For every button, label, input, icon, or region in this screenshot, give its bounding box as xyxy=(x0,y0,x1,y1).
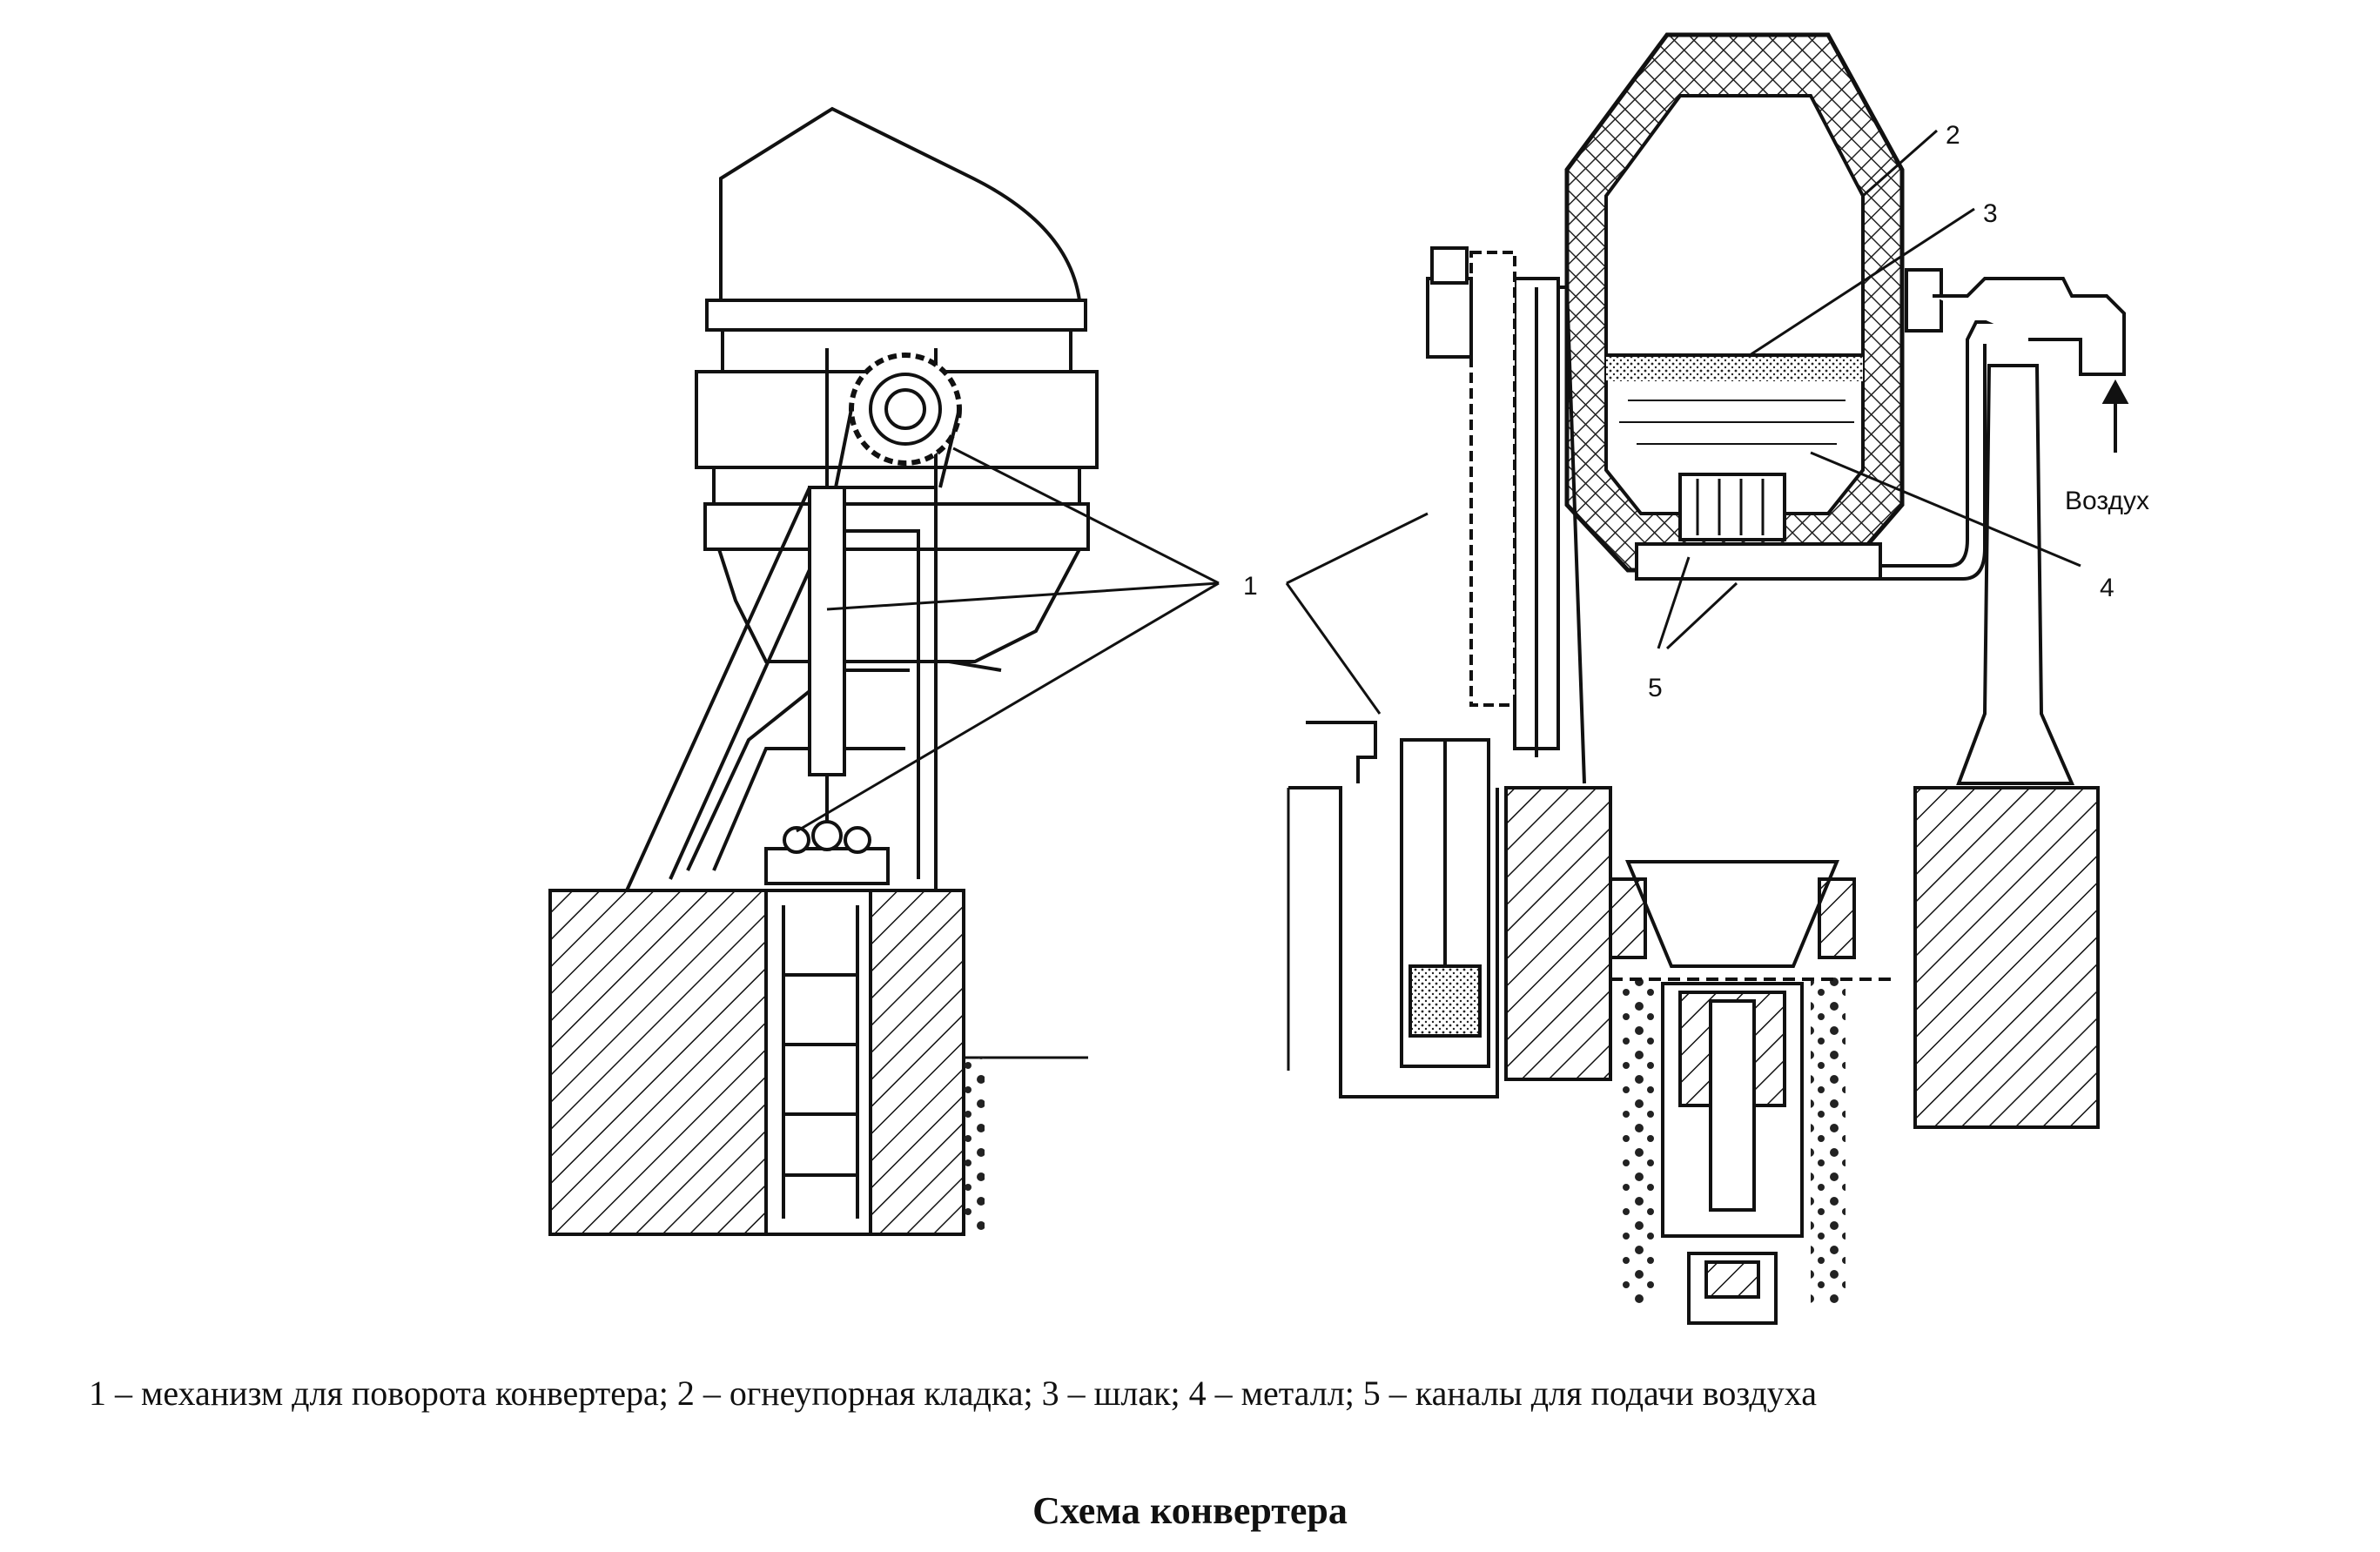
label-3: 3 xyxy=(1983,199,1998,228)
left-pit-wall xyxy=(1504,786,1612,1081)
metal-layer xyxy=(1619,400,1854,445)
label-4: 4 xyxy=(2100,574,2114,602)
right-column xyxy=(1956,364,2075,785)
slag-chute xyxy=(1625,860,1839,968)
pit-rocks-right xyxy=(1811,975,1846,1306)
vessel-cavity xyxy=(1604,94,1865,515)
hood xyxy=(719,106,1082,302)
air-duct xyxy=(1880,320,2020,568)
label-1: 1 xyxy=(1243,572,1258,601)
label-2: 2 xyxy=(1946,121,1960,150)
foundation xyxy=(548,889,965,1236)
figure-caption: 1 – механизм для поворота конвертера; 2 … xyxy=(89,1374,1817,1413)
leader-lines xyxy=(796,129,2081,833)
label-5: 5 xyxy=(1648,674,1663,702)
right-pedestal xyxy=(1913,786,2100,1129)
top-flange xyxy=(705,299,1087,332)
tuyere-block xyxy=(1678,473,1786,541)
right-view xyxy=(1287,32,2129,1325)
label-air: Воздух xyxy=(2065,487,2149,515)
air-box xyxy=(1635,542,1882,581)
rack xyxy=(808,486,846,776)
pit-rocks-left xyxy=(1619,975,1654,1306)
converter-diagram: 1 2 3 4 5 Воздух xyxy=(548,32,2149,1325)
left-view xyxy=(548,106,1099,1236)
figure-title: Схема конвертера xyxy=(1032,1489,1348,1532)
slag-layer xyxy=(1606,355,1863,381)
